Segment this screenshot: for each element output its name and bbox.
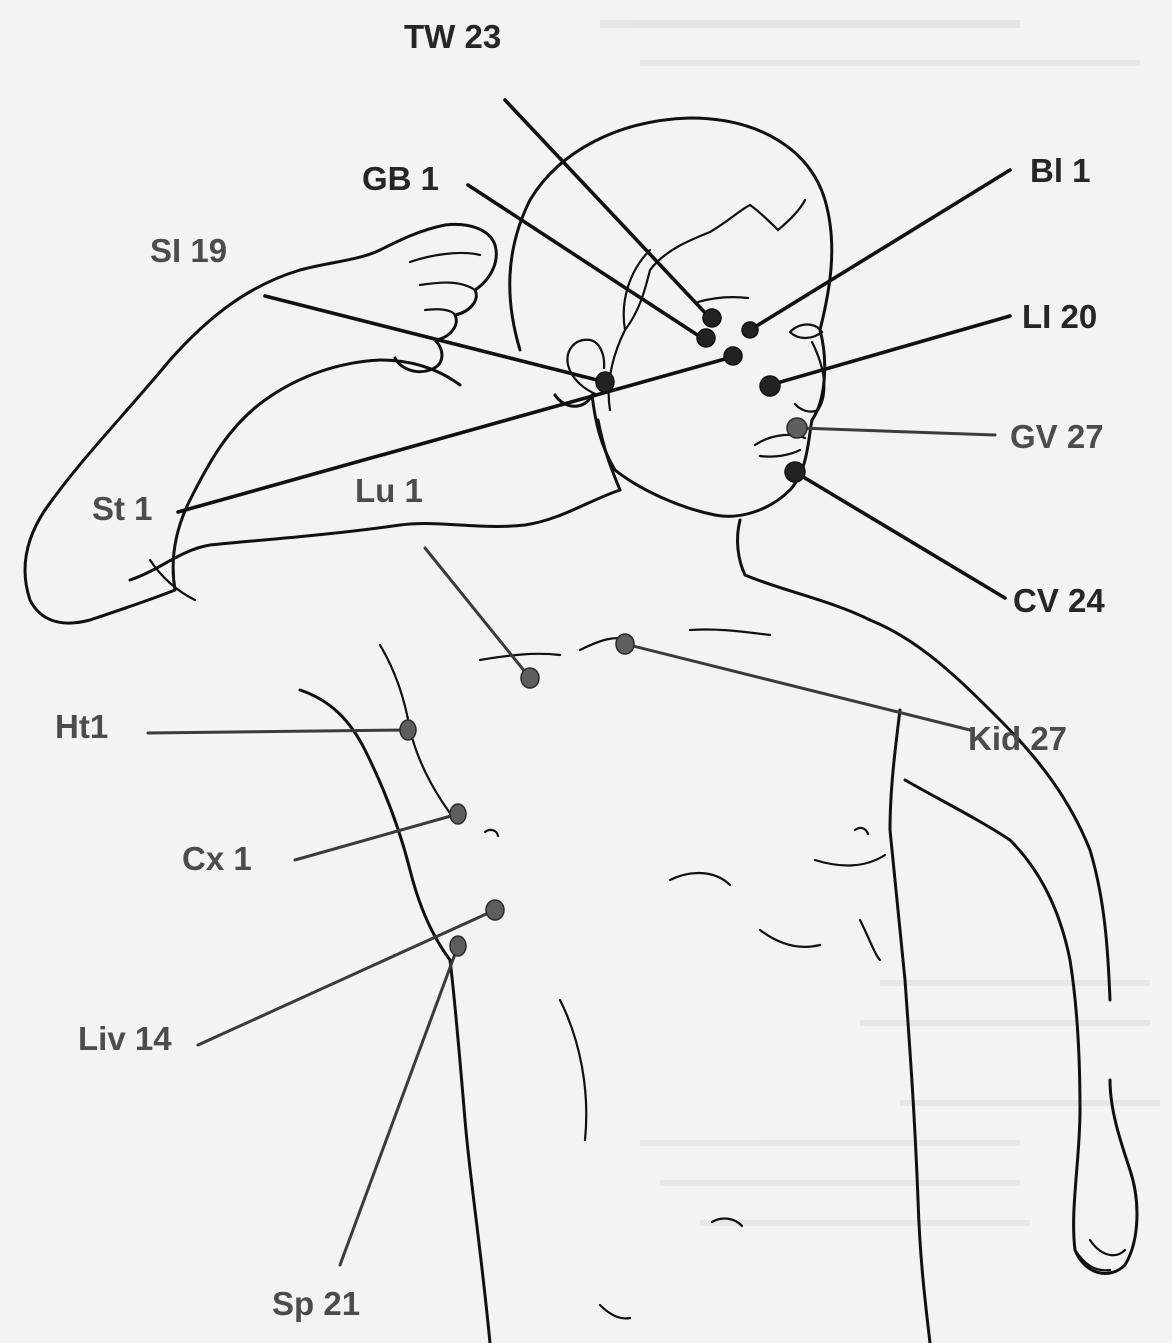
label-li20: LI 20 xyxy=(1022,298,1097,335)
hand xyxy=(300,224,496,371)
left-nipple xyxy=(855,828,868,834)
point-si19 xyxy=(596,372,614,392)
point-bl1 xyxy=(742,322,758,338)
leader-sp21 xyxy=(340,946,458,1265)
eyebrow xyxy=(698,297,748,302)
label-si19: SI 19 xyxy=(150,232,227,269)
neck-left xyxy=(598,420,620,490)
point-kid27 xyxy=(616,634,634,654)
label-tw23: TW 23 xyxy=(404,18,501,55)
leader-tw23 xyxy=(505,100,710,318)
point-st1 xyxy=(724,347,742,365)
axilla-fold xyxy=(380,645,455,820)
label-lu1: Lu 1 xyxy=(355,472,423,509)
leader-ht1 xyxy=(148,730,408,733)
leader-lines xyxy=(148,100,1010,1265)
leader-kid27 xyxy=(625,644,970,730)
right-pectoral xyxy=(670,873,730,885)
leader-li20 xyxy=(770,316,1010,385)
left-pectoral xyxy=(815,855,885,865)
point-cx1 xyxy=(450,804,466,824)
point-gb1 xyxy=(697,329,715,347)
label-gv27: GV 27 xyxy=(1010,418,1104,455)
label-ht1: Ht1 xyxy=(55,708,108,745)
right-nipple xyxy=(485,830,498,836)
point-sp21 xyxy=(450,936,466,956)
point-gv27 xyxy=(787,418,807,438)
clavicle-right xyxy=(690,629,770,635)
label-kid27: Kid 27 xyxy=(968,720,1067,757)
leader-cv24 xyxy=(795,472,1005,598)
label-cv24: CV 24 xyxy=(1013,582,1105,619)
leader-gv27 xyxy=(800,428,995,435)
point-liv14 xyxy=(486,900,504,920)
point-tw23 xyxy=(703,309,721,327)
abdomen-line xyxy=(560,1000,586,1140)
point-lu1 xyxy=(521,668,539,688)
hanging-arm xyxy=(905,780,1137,1273)
left-shoulder xyxy=(745,575,1110,1000)
neck-right xyxy=(738,520,745,575)
lower-abdomen xyxy=(600,1305,630,1318)
label-cx1: Cx 1 xyxy=(182,840,252,877)
rib-line-2 xyxy=(860,920,880,960)
label-st1: St 1 xyxy=(92,490,153,527)
hanging-fingers xyxy=(1075,1240,1125,1270)
label-bl1: Bl 1 xyxy=(1030,152,1091,189)
label-liv14: Liv 14 xyxy=(78,1020,172,1057)
point-ht1 xyxy=(400,720,416,740)
rib-line-1 xyxy=(760,930,820,947)
leader-bl1 xyxy=(750,170,1010,330)
clavicle-left xyxy=(480,654,560,660)
trunk-left xyxy=(300,690,490,1343)
eye xyxy=(790,325,822,339)
label-gb1: GB 1 xyxy=(362,160,439,197)
label-sp21: Sp 21 xyxy=(272,1285,360,1322)
point-cv24 xyxy=(785,462,805,482)
leader-lu1 xyxy=(425,548,530,678)
leader-cx1 xyxy=(295,814,458,860)
leader-gb1 xyxy=(468,185,702,338)
trunk-right xyxy=(890,710,930,1343)
raised-arm-outer xyxy=(25,270,460,623)
leader-liv14 xyxy=(198,910,495,1045)
finger-lines xyxy=(410,253,480,315)
point-li20 xyxy=(760,376,780,396)
